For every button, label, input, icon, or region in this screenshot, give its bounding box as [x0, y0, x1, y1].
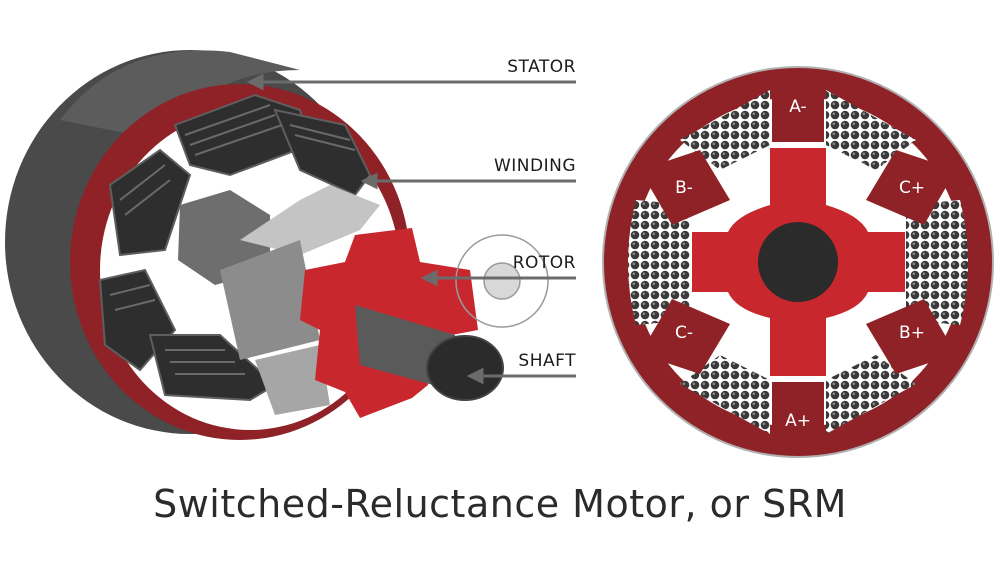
shaft-end: [426, 335, 504, 401]
winding-label: WINDING: [494, 156, 576, 176]
slot-bottom-left: [680, 355, 770, 434]
slot-bottom-right: [826, 355, 916, 434]
rotor-inset-outer: [455, 234, 549, 328]
leader-lines: [246, 73, 576, 385]
winding-lines: [109, 104, 356, 375]
slot-top-left: [680, 90, 770, 170]
slot-top-right: [826, 90, 916, 170]
pole-c-plus: C+: [899, 178, 925, 198]
windings-left: [98, 93, 372, 402]
winding-slots: [628, 90, 968, 434]
rotor-left-face: [220, 240, 320, 360]
shaft: [758, 222, 838, 302]
diagram-caption: Switched-Reluctance Motor, or SRM: [153, 482, 847, 526]
rotor-top: [240, 185, 380, 255]
slot-right: [906, 200, 968, 325]
pole-b-minus: B-: [675, 178, 693, 198]
shaft-label: SHAFT: [518, 351, 576, 371]
rotor-lower: [255, 345, 330, 415]
stator-poles: [640, 70, 956, 454]
stator-label: STATOR: [507, 57, 576, 77]
pole-a-plus: A+: [785, 411, 811, 431]
motor-cutaway: [5, 50, 549, 440]
pole-c-minus: C-: [675, 323, 693, 343]
motor-cross-section: A- A+ B- C+ C- B+: [602, 66, 994, 458]
rotor-inset-inner: [483, 262, 521, 300]
pole-a-minus: A-: [789, 97, 806, 117]
slot-left: [628, 200, 690, 325]
pole-b-plus: B+: [899, 323, 925, 343]
rotor-label: ROTOR: [513, 253, 576, 273]
housing-side: [60, 50, 300, 140]
